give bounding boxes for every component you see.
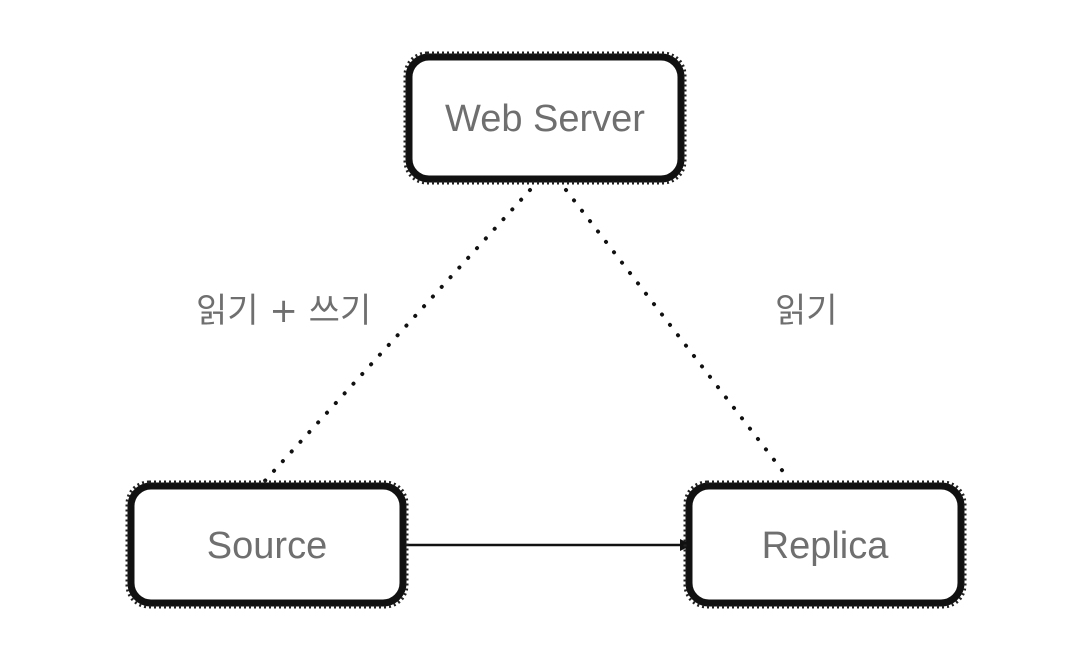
replica-label: Replica — [762, 525, 890, 567]
web-server-label: Web Server — [445, 98, 645, 140]
web-server-node: Web Server — [403, 51, 687, 185]
edge-label-read-write: 읽기 + 쓰기 — [196, 291, 371, 331]
source-node: Source — [125, 480, 409, 609]
source-label: Source — [207, 525, 327, 567]
web-to-source-dotted-line — [260, 188, 532, 486]
edge-label-read: 읽기 — [775, 291, 838, 331]
web-to-replica-dotted-line — [564, 188, 790, 480]
replica-node: Replica — [683, 480, 967, 609]
